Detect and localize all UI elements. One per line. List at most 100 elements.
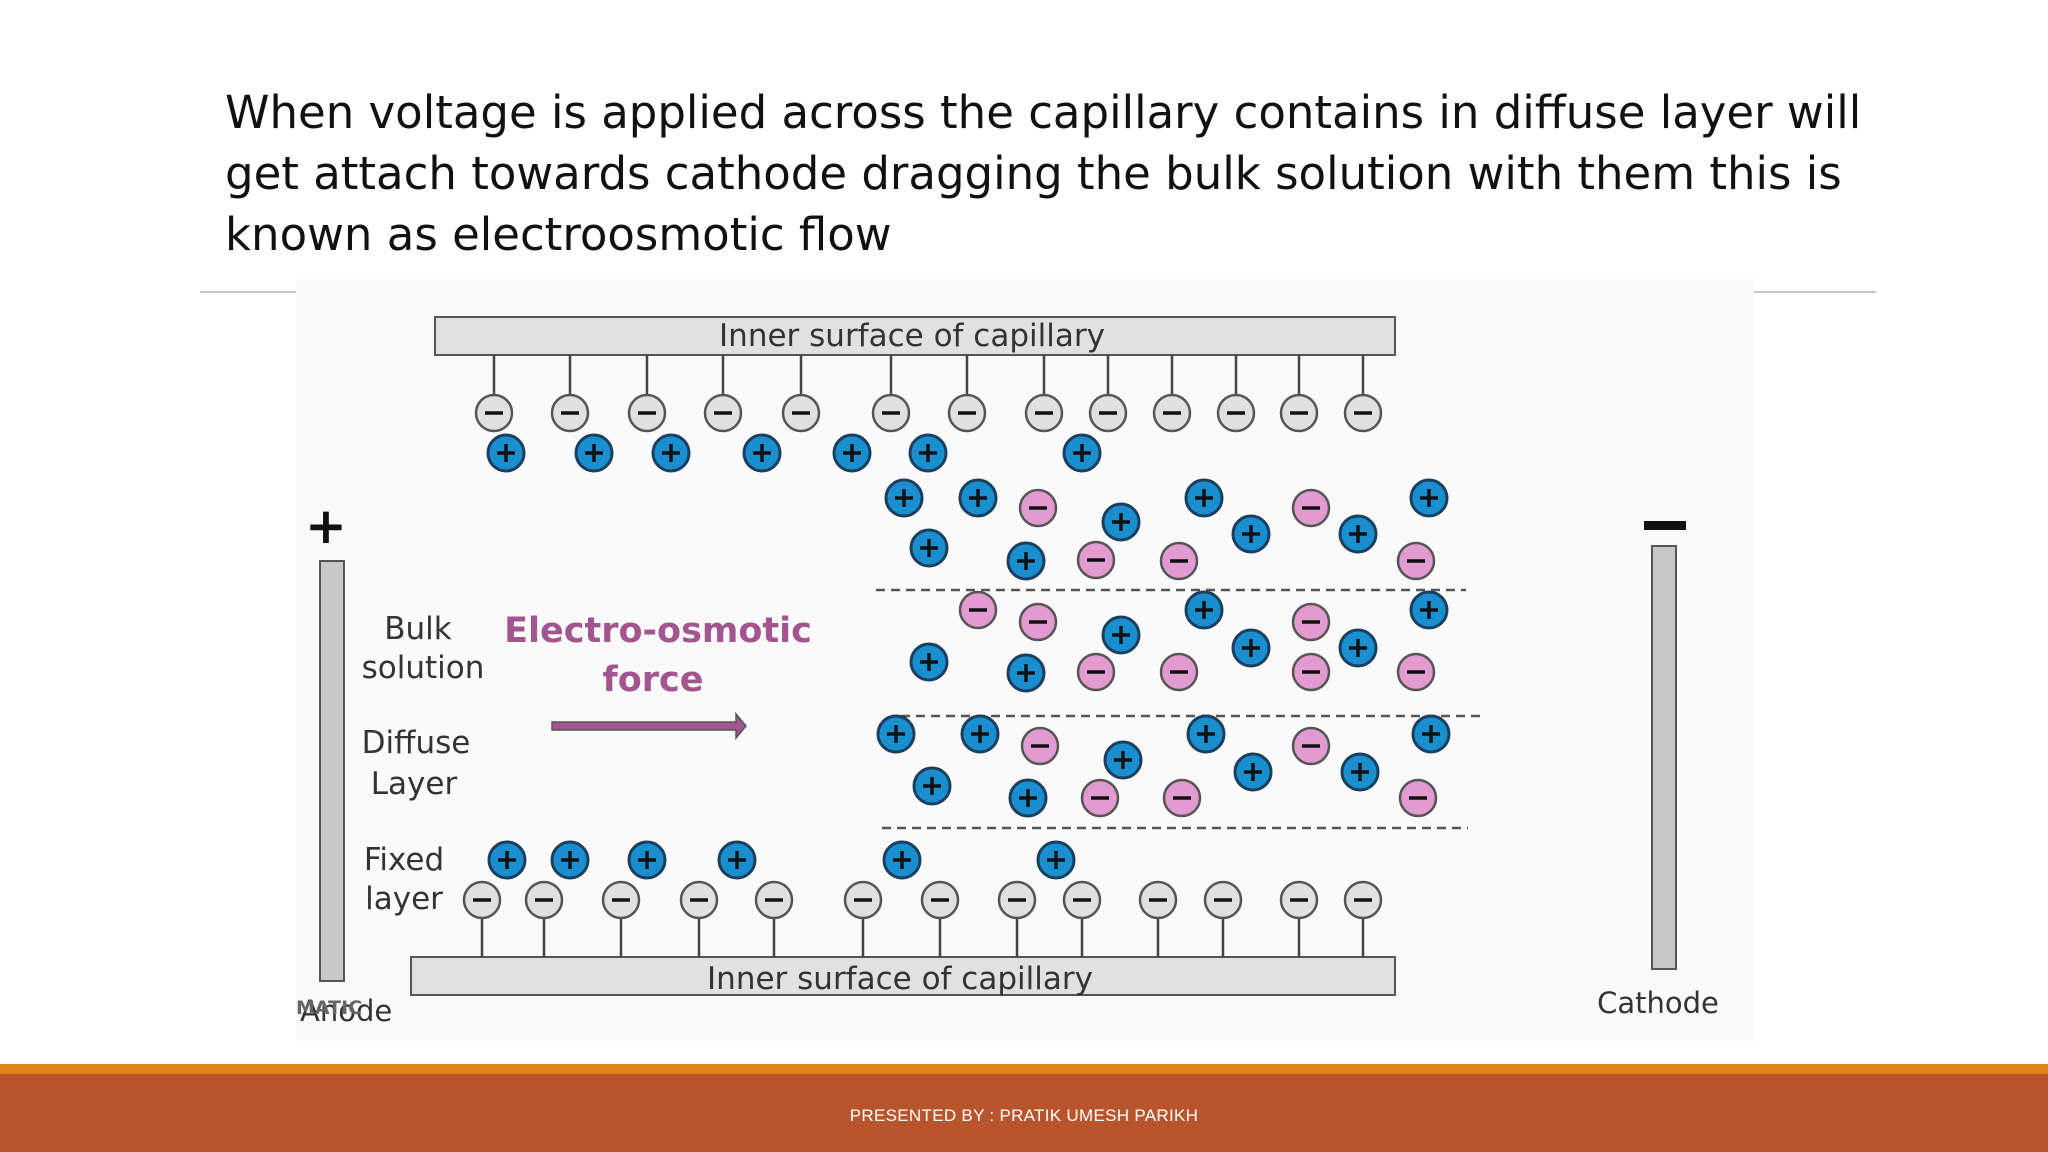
anion-icon xyxy=(1279,393,1319,433)
force-label-line2: force xyxy=(602,660,703,700)
anion-icon xyxy=(1024,393,1064,433)
anion-icon xyxy=(920,880,960,920)
anode-electrode xyxy=(319,560,345,982)
cation-icon xyxy=(1062,433,1102,473)
force-label-line1: Electro-osmotic xyxy=(504,611,812,651)
anion-icon xyxy=(754,880,794,920)
cation-icon xyxy=(960,714,1000,754)
cathode-sign xyxy=(1644,521,1686,530)
anion-icon xyxy=(958,590,998,630)
slide-heading: When voltage is applied across the capil… xyxy=(225,86,1862,261)
watermark: MATIC xyxy=(296,997,362,1019)
cation-icon xyxy=(1101,502,1141,542)
anion-icon xyxy=(1080,778,1120,818)
cation-icon xyxy=(912,766,952,806)
cation-icon xyxy=(1101,615,1141,655)
anion-icon xyxy=(1343,880,1383,920)
anion-icon xyxy=(1343,393,1383,433)
anion-icon xyxy=(1203,880,1243,920)
cation-icon xyxy=(651,433,691,473)
footer-accent-stripe xyxy=(0,1064,2048,1074)
cation-icon xyxy=(1036,840,1076,880)
fixed-label-line2: layer xyxy=(365,881,443,917)
anion-icon xyxy=(524,880,564,920)
cation-icon xyxy=(486,433,526,473)
anion-icon xyxy=(1020,726,1060,766)
anion-icon xyxy=(1076,540,1116,580)
cathode-electrode xyxy=(1651,545,1677,970)
cation-icon xyxy=(487,840,527,880)
anion-icon xyxy=(1291,652,1331,692)
anion-icon xyxy=(1396,541,1436,581)
cation-icon xyxy=(1340,752,1380,792)
title-divider-left xyxy=(200,291,296,293)
anion-icon xyxy=(627,393,667,433)
anode-sign: + xyxy=(305,497,347,555)
cation-icon xyxy=(882,840,922,880)
anion-icon xyxy=(781,393,821,433)
ions-layer xyxy=(462,355,1451,957)
cation-icon xyxy=(908,433,948,473)
anion-icon xyxy=(947,393,987,433)
anion-icon xyxy=(703,393,743,433)
anion-icon xyxy=(843,880,883,920)
cathode-label: Cathode xyxy=(1597,986,1719,1020)
electroosmotic-flow-diagram: Inner surface of capillary Inner surface… xyxy=(296,278,1754,1042)
anion-icon xyxy=(474,393,514,433)
anion-icon xyxy=(1396,652,1436,692)
force-arrow xyxy=(551,711,747,741)
cation-icon xyxy=(742,433,782,473)
cation-icon xyxy=(574,433,614,473)
cation-icon xyxy=(1409,478,1449,518)
cation-icon xyxy=(884,478,924,518)
anion-icon xyxy=(1398,778,1438,818)
anion-icon xyxy=(1291,726,1331,766)
anion-icon xyxy=(1062,880,1102,920)
anion-icon xyxy=(1152,393,1192,433)
cation-icon xyxy=(1231,628,1271,668)
top-capillary-surface xyxy=(434,316,1396,356)
cation-icon xyxy=(1184,478,1224,518)
cation-icon xyxy=(1231,514,1271,554)
cation-icon xyxy=(1008,778,1048,818)
anion-icon xyxy=(1138,880,1178,920)
diffuse-label-line2: Layer xyxy=(371,766,458,802)
anion-icon xyxy=(462,880,502,920)
anion-icon xyxy=(1076,652,1116,692)
footer-presenter: PRESENTED BY : PRATIK UMESH PARIKH xyxy=(849,1106,1199,1125)
cation-icon xyxy=(550,840,590,880)
cation-icon xyxy=(1184,590,1224,630)
cation-icon xyxy=(1411,714,1451,754)
anion-icon xyxy=(1216,393,1256,433)
bulk-label-line2: solution xyxy=(362,650,485,686)
cation-icon xyxy=(1338,628,1378,668)
anion-icon xyxy=(871,393,911,433)
cation-icon xyxy=(1233,752,1273,792)
anion-icon xyxy=(1018,488,1058,528)
anode-label: Anode xyxy=(300,994,392,1028)
bulk-label-line1: Bulk xyxy=(384,611,452,647)
cation-icon xyxy=(1006,541,1046,581)
cation-icon xyxy=(627,840,667,880)
cation-icon xyxy=(1006,653,1046,693)
cation-icon xyxy=(832,433,872,473)
bottom-surface-label: Inner surface of capillary xyxy=(707,961,1093,997)
fixed-label-line1: Fixed xyxy=(364,842,444,878)
cation-icon xyxy=(1103,740,1143,780)
anion-icon xyxy=(1159,541,1199,581)
cation-icon xyxy=(909,528,949,568)
top-surface-label: Inner surface of capillary xyxy=(719,318,1105,354)
anion-icon xyxy=(1159,652,1199,692)
cation-icon xyxy=(958,478,998,518)
anion-icon xyxy=(550,393,590,433)
anion-icon xyxy=(1291,602,1331,642)
cation-icon xyxy=(1409,590,1449,630)
anion-icon xyxy=(1279,880,1319,920)
anion-icon xyxy=(997,880,1037,920)
anion-icon xyxy=(1018,602,1058,642)
anion-icon xyxy=(1291,488,1331,528)
cation-icon xyxy=(717,840,757,880)
anion-icon xyxy=(1088,393,1128,433)
footer-bar xyxy=(0,1074,2048,1152)
title-divider-right xyxy=(1754,291,1876,293)
